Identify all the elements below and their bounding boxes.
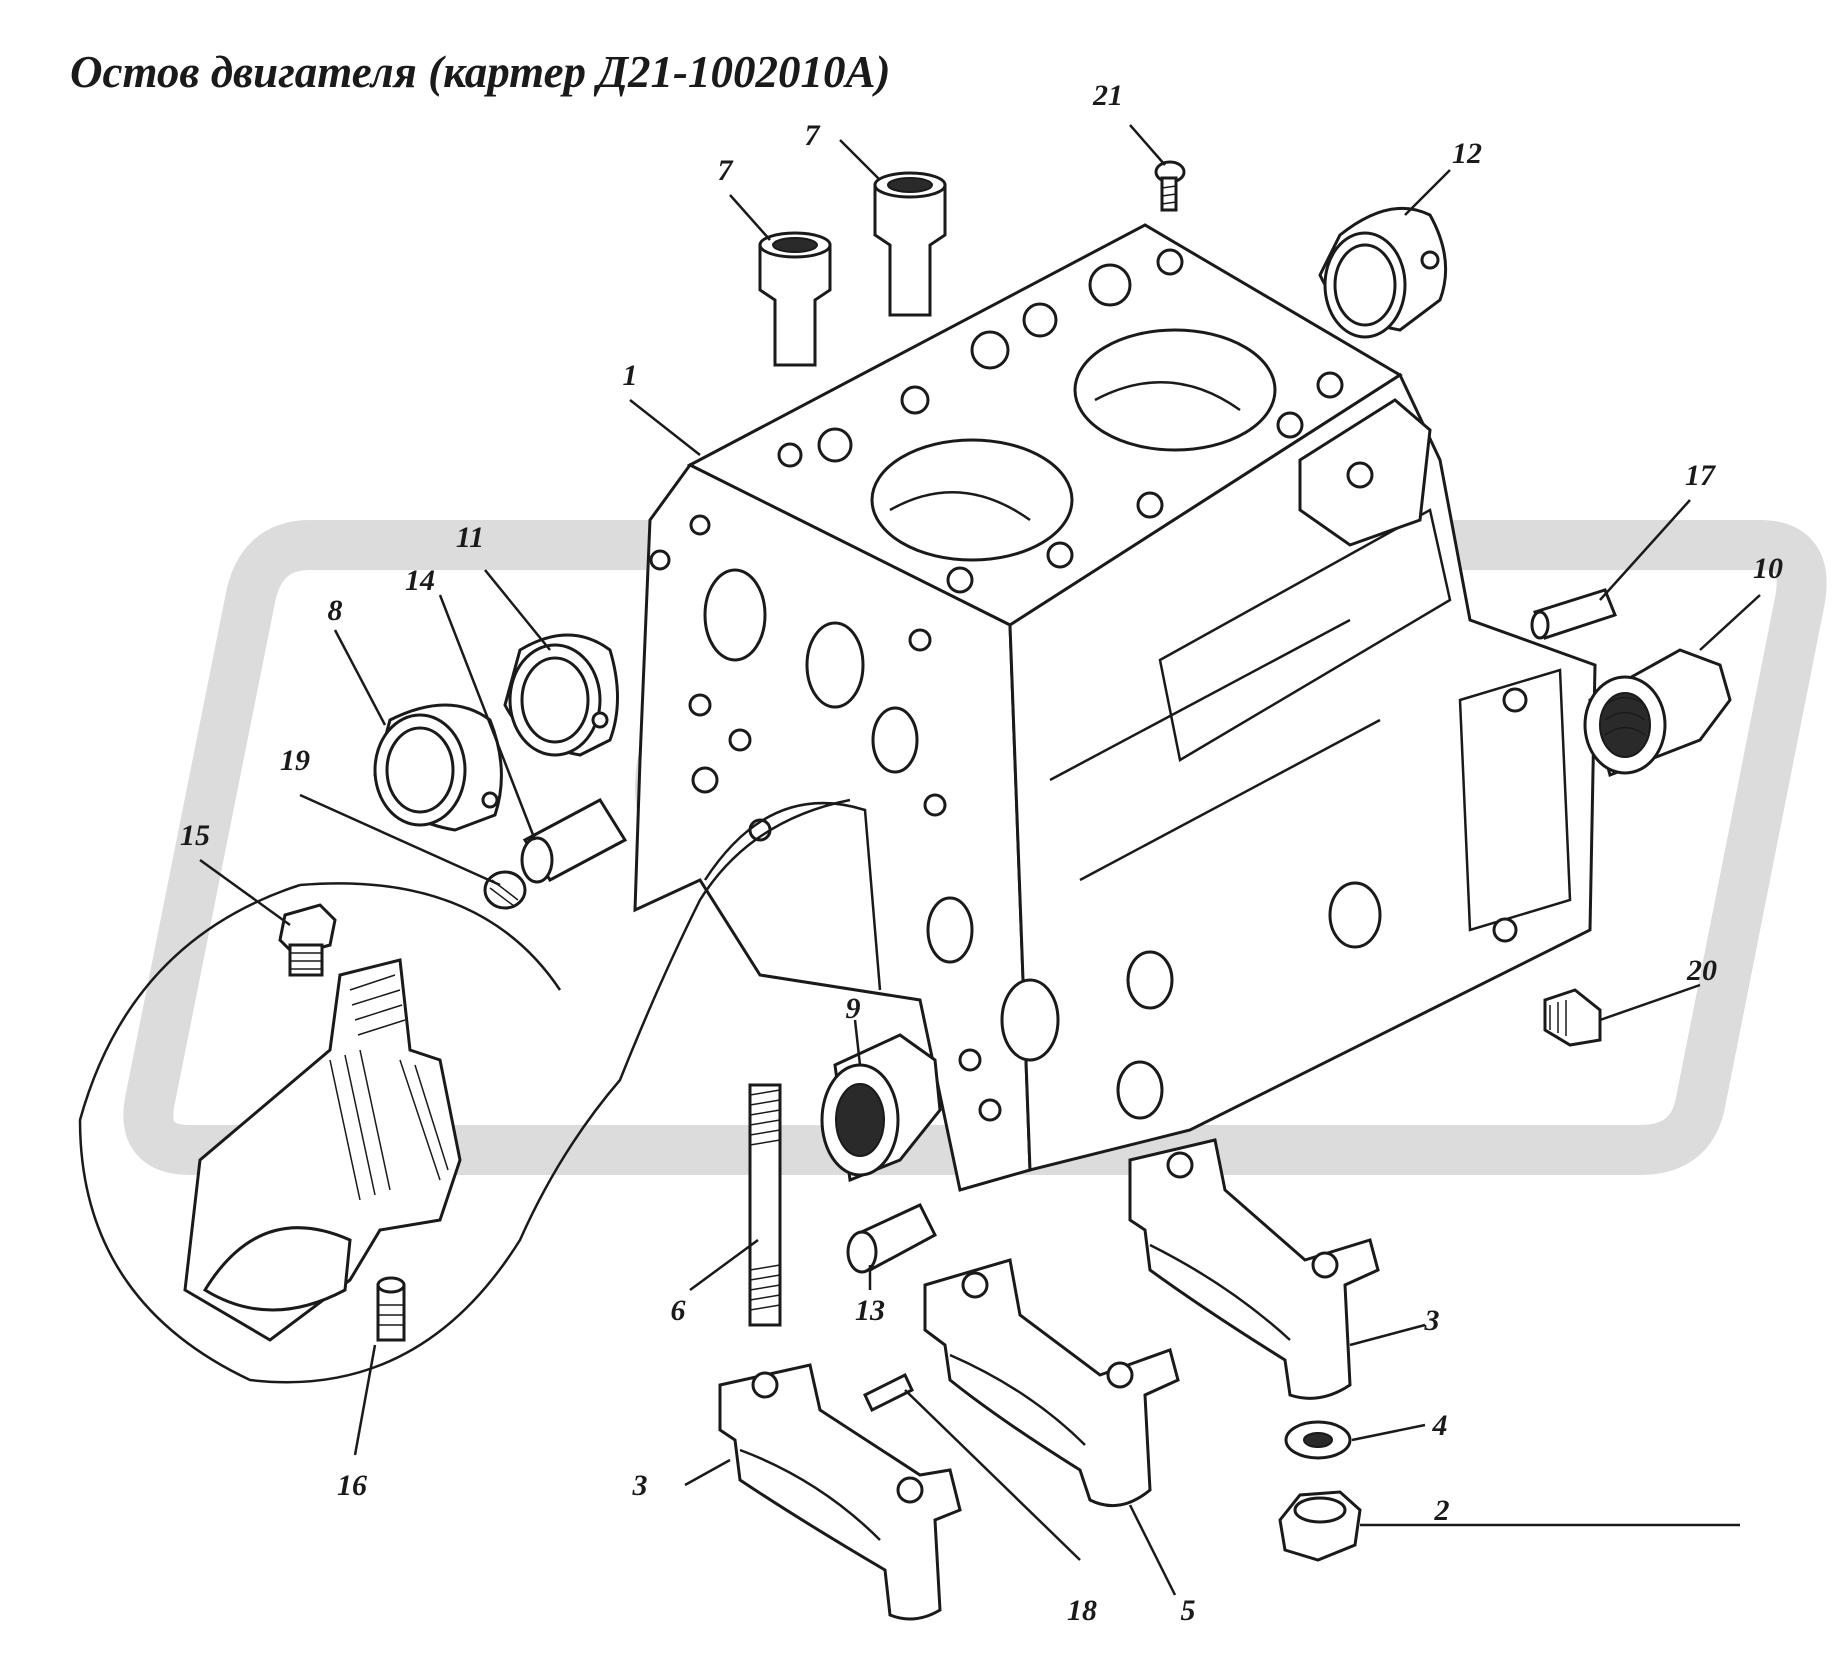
sleeve-13 xyxy=(846,1203,937,1274)
stud-6 xyxy=(748,1083,782,1327)
callout-16: 16 xyxy=(337,1469,367,1502)
callout-6: 6 xyxy=(671,1294,686,1327)
callout-13: 13 xyxy=(855,1294,885,1327)
bearing-cap-3-left xyxy=(718,1363,962,1621)
plug-10 xyxy=(1583,648,1732,778)
callout-15: 15 xyxy=(180,819,210,852)
callout-2: 2 xyxy=(1434,1494,1450,1527)
callout-4: 4 xyxy=(1432,1409,1448,1442)
callout-1: 1 xyxy=(623,359,638,392)
bearing-cap-3-right xyxy=(1128,1138,1380,1400)
bushing-11 xyxy=(503,633,619,757)
page-title: Остов двигателя (картер Д21-1002010А) xyxy=(70,47,891,97)
callout-11: 11 xyxy=(456,521,484,554)
callout-19: 19 xyxy=(280,744,310,777)
pin-18 xyxy=(863,1372,914,1413)
callout-5: 5 xyxy=(1181,1594,1196,1627)
washer-4 xyxy=(1284,1420,1352,1460)
crankcase-body xyxy=(633,223,1597,1192)
callout-18: 18 xyxy=(1067,1594,1097,1627)
sleeve-14 xyxy=(520,798,628,884)
plug-20 xyxy=(1543,988,1602,1047)
callout-21: 21 xyxy=(1092,79,1123,112)
callout-labels: 1 2 3 3 4 5 6 7 7 8 9 10 11 12 13 14 15 … xyxy=(180,79,1783,1627)
plug-9 xyxy=(820,1033,942,1183)
fitting-15 xyxy=(278,903,337,977)
callout-20: 20 xyxy=(1686,954,1717,987)
nut-2 xyxy=(1278,1490,1362,1562)
bushing-12 xyxy=(1318,206,1448,339)
callout-3-left: 3 xyxy=(632,1469,648,1502)
callout-9: 9 xyxy=(846,992,861,1025)
callout-8: 8 xyxy=(328,594,343,627)
screw-19 xyxy=(483,870,527,910)
leader-lines xyxy=(199,124,1761,1596)
callout-12: 12 xyxy=(1452,137,1482,170)
callout-7a: 7 xyxy=(718,154,734,187)
callout-3-right: 3 xyxy=(1424,1304,1440,1337)
pin-17 xyxy=(1530,588,1617,640)
bearing-cap-5 xyxy=(923,1258,1180,1508)
liner-7a xyxy=(758,231,832,367)
liner-7b xyxy=(873,171,947,317)
callout-14: 14 xyxy=(405,564,435,597)
detail-inset xyxy=(78,798,851,1384)
bushing-8 xyxy=(373,703,503,832)
callout-10: 10 xyxy=(1753,552,1783,585)
screw-21 xyxy=(1154,160,1186,212)
callout-7b: 7 xyxy=(805,119,821,152)
callout-17: 17 xyxy=(1685,459,1716,492)
